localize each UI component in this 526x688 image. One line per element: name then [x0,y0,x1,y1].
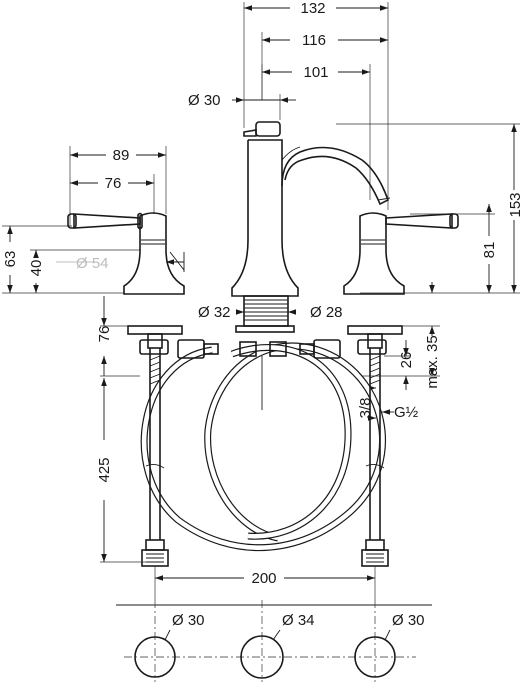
dim-40: 40 [28,260,45,277]
dim-base-28: Ø 28 [310,304,343,321]
connectors [139,339,387,410]
dim-max-35: max. 35 [424,335,441,388]
right-dimensions: 153 81 [336,123,524,294]
dim-hole-left: Ø 30 [172,612,205,629]
dim-shank-76: 76 [96,326,113,343]
hose-loop [140,342,386,552]
hole-center [240,635,284,679]
hole-left [134,636,176,678]
left-handle [67,212,185,295]
dim-thread-g12: G½ [394,404,419,421]
dim-hole-center: Ø 34 [282,612,315,629]
dim-spread-200: 200 [251,570,276,587]
dim-101: 101 [303,64,328,81]
spread-dimension: 200 [154,566,376,600]
dim-81: 81 [481,242,498,259]
dim-116: 116 [302,32,326,49]
dim-132: 132 [300,0,325,17]
right-handle [343,212,459,295]
left-dimensions: 89 76 63 40 Ø 54 [2,146,185,294]
dim-153: 153 [507,192,524,217]
dim-spout-diameter: Ø 30 [188,92,221,109]
mounting-hole-plan: Ø 30 Ø 34 Ø 30 [116,600,432,682]
dim-76-handle: 76 [105,175,122,192]
dim-hose-425: 425 [96,457,113,482]
hose-length-dimension: 425 [96,378,146,563]
dim-hole-right: Ø 30 [392,612,425,629]
dim-89: 89 [113,147,130,164]
spout [231,121,391,333]
dim-63: 63 [2,251,19,268]
left-supply-line [141,333,169,567]
spout-base-thread [235,295,295,333]
mounting-area: 76 max. 35 26 3/8 G½ [96,296,441,421]
hole-right [354,636,396,678]
dim-26: 26 [398,352,415,369]
top-dimensions: 132 116 101 Ø 30 [188,0,389,210]
dim-escutcheon-54: Ø 54 [76,255,109,272]
dim-base-32: Ø 32 [198,304,231,321]
